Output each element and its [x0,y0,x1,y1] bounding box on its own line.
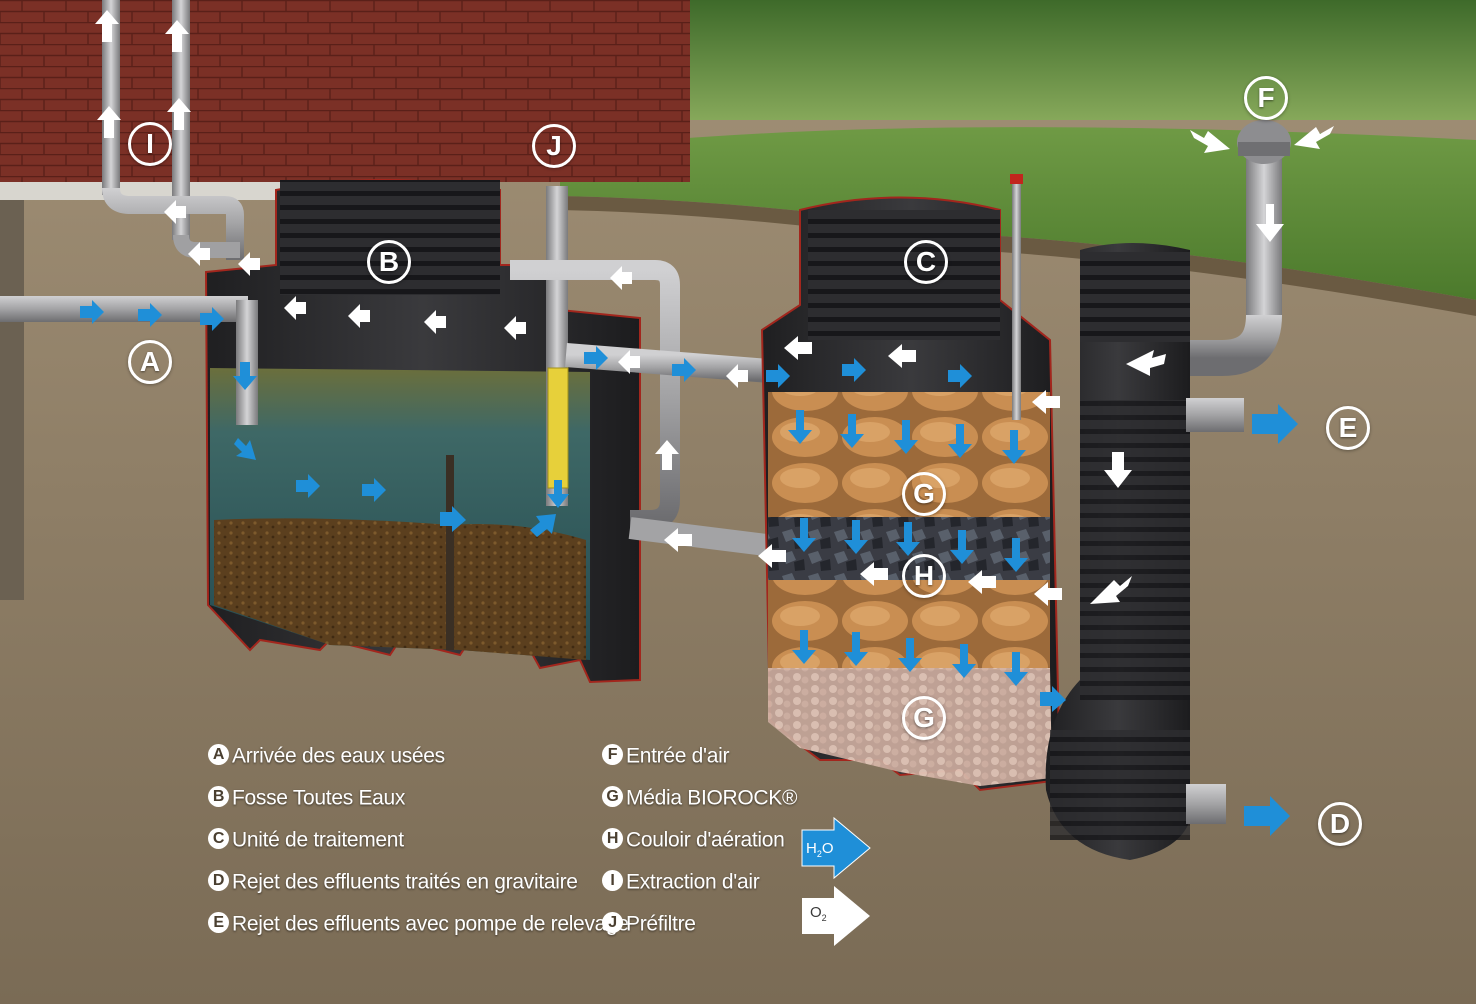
air-arrow [188,242,210,266]
callout-f: F [1244,76,1288,120]
air-key-arrow [802,886,870,946]
air-link-pipe [628,517,792,559]
air-arrow [726,364,748,388]
tank-b [204,179,641,684]
water-arrow [296,474,320,498]
callout-g-bottom: G [902,696,946,740]
water-arrow [80,300,104,324]
water-arrow-d [1244,796,1290,836]
water-key-tail: O [821,840,834,857]
air-arrow [968,570,996,594]
water-arrow [440,506,466,532]
tank-b-partition [446,455,454,650]
lawn-edge [560,196,1476,316]
water-arrow [547,480,569,508]
foundation [0,200,24,600]
water-arrow [948,364,972,388]
tank-b-sludge [214,518,586,660]
water-key-arrow [801,816,871,880]
callout-j: J [532,124,576,168]
air-arrow [1032,390,1060,414]
water-arrow [672,358,696,382]
air-arrow [1190,130,1230,153]
air-arrow [424,310,446,334]
wall-sill [0,182,300,200]
ventilation-column [1045,120,1291,860]
air-arrow [758,544,786,568]
air-intake-elbow [1190,314,1282,376]
column-ribs-mid [1080,400,1190,700]
air-arrow [664,528,692,552]
legend-flow-key [801,816,871,946]
column-ribs-top [1080,252,1190,342]
tank-c-probe-cap [1010,174,1023,184]
vent-pipe-i-left [102,0,120,195]
callout-d: D [1318,802,1362,846]
water-arrow [233,362,257,390]
air-intake-cap-rim [1238,142,1290,156]
callout-g-top: G [902,472,946,516]
water-arrow [138,303,162,327]
water-flow-arrows [80,300,1298,836]
water-arrow [530,514,556,537]
water-arrow [362,478,386,502]
air-arrow [97,106,121,138]
vent-pipe-i-bend [102,187,244,260]
callout-c: C [904,240,948,284]
outlet-pipe-d [1186,784,1226,824]
air-key-label: O2 [810,904,827,923]
air-arrow [238,252,260,276]
air-arrow [655,440,679,470]
water-arrow [1040,686,1066,712]
tank-c-probe [1012,180,1021,420]
water-key-symbol: H [806,840,817,857]
callout-i: I [128,122,172,166]
tree-hedge [650,0,1476,120]
water-key-label: H2O [806,840,834,859]
air-arrow [284,296,306,320]
air-arrow [348,304,370,328]
vent-return-pipe [510,260,680,530]
outlet-pipe-e [1186,398,1244,432]
air-arrow [1034,582,1062,606]
air-arrow [167,98,191,130]
air-arrow [1090,576,1132,604]
callout-a: A [128,340,172,384]
air-key-symbol: O [810,904,822,921]
prefilter-j-cartridge [547,367,569,489]
air-arrow [95,10,119,42]
media-water-arrows [788,410,1028,686]
callout-h: H [902,554,946,598]
air-arrow [504,316,526,340]
tank-c-riser [808,210,1000,340]
air-arrow [618,350,640,374]
air-arrow [1126,350,1166,376]
air-key-sub: 2 [821,913,827,923]
callout-b: B [367,240,411,284]
water-arrow [234,438,256,460]
air-arrow [1294,126,1334,149]
air-arrow [888,344,916,368]
water-arrow [584,346,608,370]
water-arrow-e [1252,404,1298,444]
water-arrow [200,307,224,331]
air-arrow [164,200,186,224]
air-arrow [784,336,812,360]
air-arrow [610,266,632,290]
air-arrow [1104,452,1132,488]
column-ribs-bottom [1050,730,1190,840]
air-flow-arrows [95,10,1334,606]
water-arrow [842,358,866,382]
water-key-sub: 2 [816,849,822,859]
callout-e: E [1326,406,1370,450]
water-arrow [766,364,790,388]
air-arrow [860,562,888,586]
air-arrow [1256,204,1284,242]
air-arrow [165,20,189,52]
